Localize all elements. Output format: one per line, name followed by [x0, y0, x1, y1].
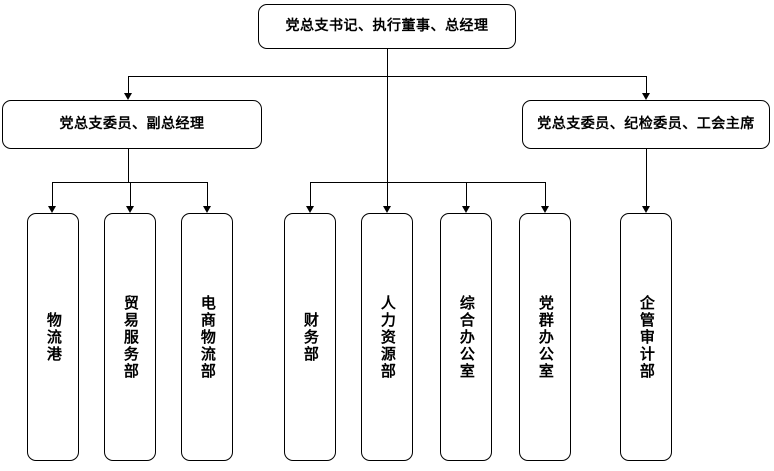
connector-to-dept-dangqunban: [545, 182, 546, 206]
connector-to-left-manager: [128, 76, 129, 93]
arrowhead-to-left-manager: [124, 93, 132, 100]
arrowhead-to-dept-caiwubu: [306, 206, 314, 213]
node-dept-dangqunban-label: 党群办公室: [536, 294, 555, 380]
connector-center-group-bus: [310, 182, 545, 183]
node-dept-renliziyuanbu-label: 人力资源部: [378, 294, 397, 380]
connector-root-center-drop: [387, 76, 388, 182]
node-dept-maoyifuwubu[interactable]: 贸易服务部: [104, 213, 156, 461]
arrowhead-to-dept-wuliugang: [48, 206, 56, 213]
node-right-manager[interactable]: 党总支委员、纪检委员、工会主席: [522, 100, 770, 149]
node-dept-wuliugang[interactable]: 物流港: [27, 213, 79, 461]
connector-to-dept-maoyifuwubu: [130, 182, 131, 206]
connector-root-stem: [387, 49, 388, 76]
connector-to-dept-qiguanshenjibu: [646, 149, 647, 206]
arrowhead-to-dept-renliziyuanbu: [383, 206, 391, 213]
node-left-manager[interactable]: 党总支委员、副总经理: [2, 100, 262, 149]
arrowhead-to-dept-dangqunban: [541, 206, 549, 213]
connector-to-dept-dianshangwuliubu: [207, 182, 208, 206]
node-dept-dianshangwuliubu[interactable]: 电商物流部: [181, 213, 233, 461]
connector-to-dept-renliziyuanbu: [387, 182, 388, 206]
node-dept-zongheban[interactable]: 综合办公室: [440, 213, 492, 461]
connector-left-group-stem: [128, 149, 129, 182]
connector-to-right-manager: [646, 76, 647, 93]
node-dept-qiguanshenjibu[interactable]: 企管审计部: [620, 213, 672, 461]
connector-to-dept-zongheban: [466, 182, 467, 206]
node-right-manager-label: 党总支委员、纪检委员、工会主席: [537, 116, 755, 133]
node-dept-caiwubu[interactable]: 财务部: [284, 213, 336, 461]
connector-to-dept-wuliugang: [52, 182, 53, 206]
node-root-label: 党总支书记、执行董事、总经理: [285, 18, 489, 35]
node-dept-dangqunban[interactable]: 党群办公室: [519, 213, 571, 461]
node-dept-zongheban-label: 综合办公室: [457, 294, 476, 380]
arrowhead-to-dept-zongheban: [462, 206, 470, 213]
connector-to-dept-caiwubu: [310, 182, 311, 206]
node-left-manager-label: 党总支委员、副总经理: [59, 116, 205, 133]
node-root[interactable]: 党总支书记、执行董事、总经理: [258, 4, 516, 49]
node-dept-wuliugang-label: 物流港: [44, 311, 63, 363]
arrowhead-to-right-manager: [642, 93, 650, 100]
node-dept-renliziyuanbu[interactable]: 人力资源部: [361, 213, 413, 461]
node-dept-dianshangwuliubu-label: 电商物流部: [198, 294, 217, 380]
arrowhead-to-dept-maoyifuwubu: [126, 206, 134, 213]
node-dept-qiguanshenjibu-label: 企管审计部: [637, 294, 656, 380]
node-dept-caiwubu-label: 财务部: [301, 311, 320, 363]
connector-left-group-bus: [52, 182, 207, 183]
node-dept-maoyifuwubu-label: 贸易服务部: [121, 294, 140, 380]
arrowhead-to-dept-dianshangwuliubu: [203, 206, 211, 213]
arrowhead-to-dept-qiguanshenjibu: [642, 206, 650, 213]
